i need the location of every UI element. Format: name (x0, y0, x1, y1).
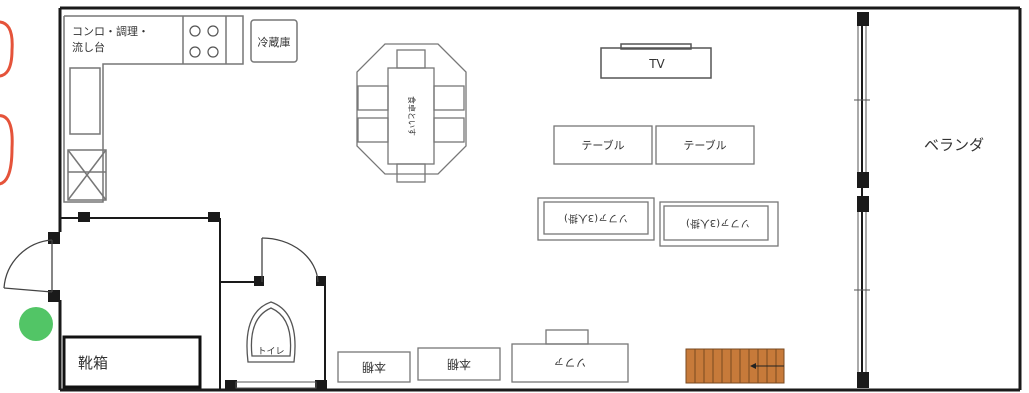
door-mats (0, 20, 14, 186)
entrance-door (3, 239, 53, 293)
veranda-windows (854, 26, 870, 372)
fridge-label: 冷蔵庫 (258, 35, 291, 49)
table-left-label: テーブル (581, 138, 624, 152)
dining-label: 食卓といす (407, 96, 417, 136)
shoe-box (62, 335, 202, 389)
kitchen-label-line1: コンロ・調理・ (72, 24, 149, 38)
bookshelf-left-label: 本棚 (362, 360, 386, 375)
sofa-left (537, 197, 655, 241)
sofa-left-label: ソファ(3人掛) (564, 212, 628, 225)
toilet (246, 301, 296, 363)
plant-icon (19, 307, 53, 341)
walls (58, 6, 1022, 392)
tv-label: TV (648, 57, 665, 71)
table-right (655, 125, 755, 165)
sofa-bottom-label: ソファ (554, 356, 587, 369)
sofa-right (659, 201, 779, 247)
table-right-label: テーブル (683, 138, 726, 152)
toilet-window (235, 381, 317, 389)
kitchen-label: コンロ・調理・ 流し台 (72, 24, 153, 54)
veranda-label: ベランダ (924, 136, 984, 154)
bookshelf-right-label: 本棚 (447, 357, 471, 372)
kitchen-label-line2: 流し台 (72, 40, 105, 54)
sofa-bottom (511, 329, 629, 383)
bookshelf-right (417, 347, 501, 381)
tv (600, 43, 712, 79)
fridge (250, 19, 298, 63)
shoe-box-label: 靴箱 (78, 354, 108, 372)
table-left (553, 125, 653, 165)
toilet-label: トイレ (257, 347, 284, 357)
staircase (685, 348, 785, 384)
wall-posts (48, 12, 869, 390)
sofa-right-label: ソファ(3人掛) (686, 217, 750, 230)
kitchen-counter (63, 15, 244, 203)
toilet-door (261, 237, 319, 283)
bookshelf-left (337, 351, 411, 383)
stove-burners (189, 25, 219, 58)
dining-set (356, 43, 467, 183)
